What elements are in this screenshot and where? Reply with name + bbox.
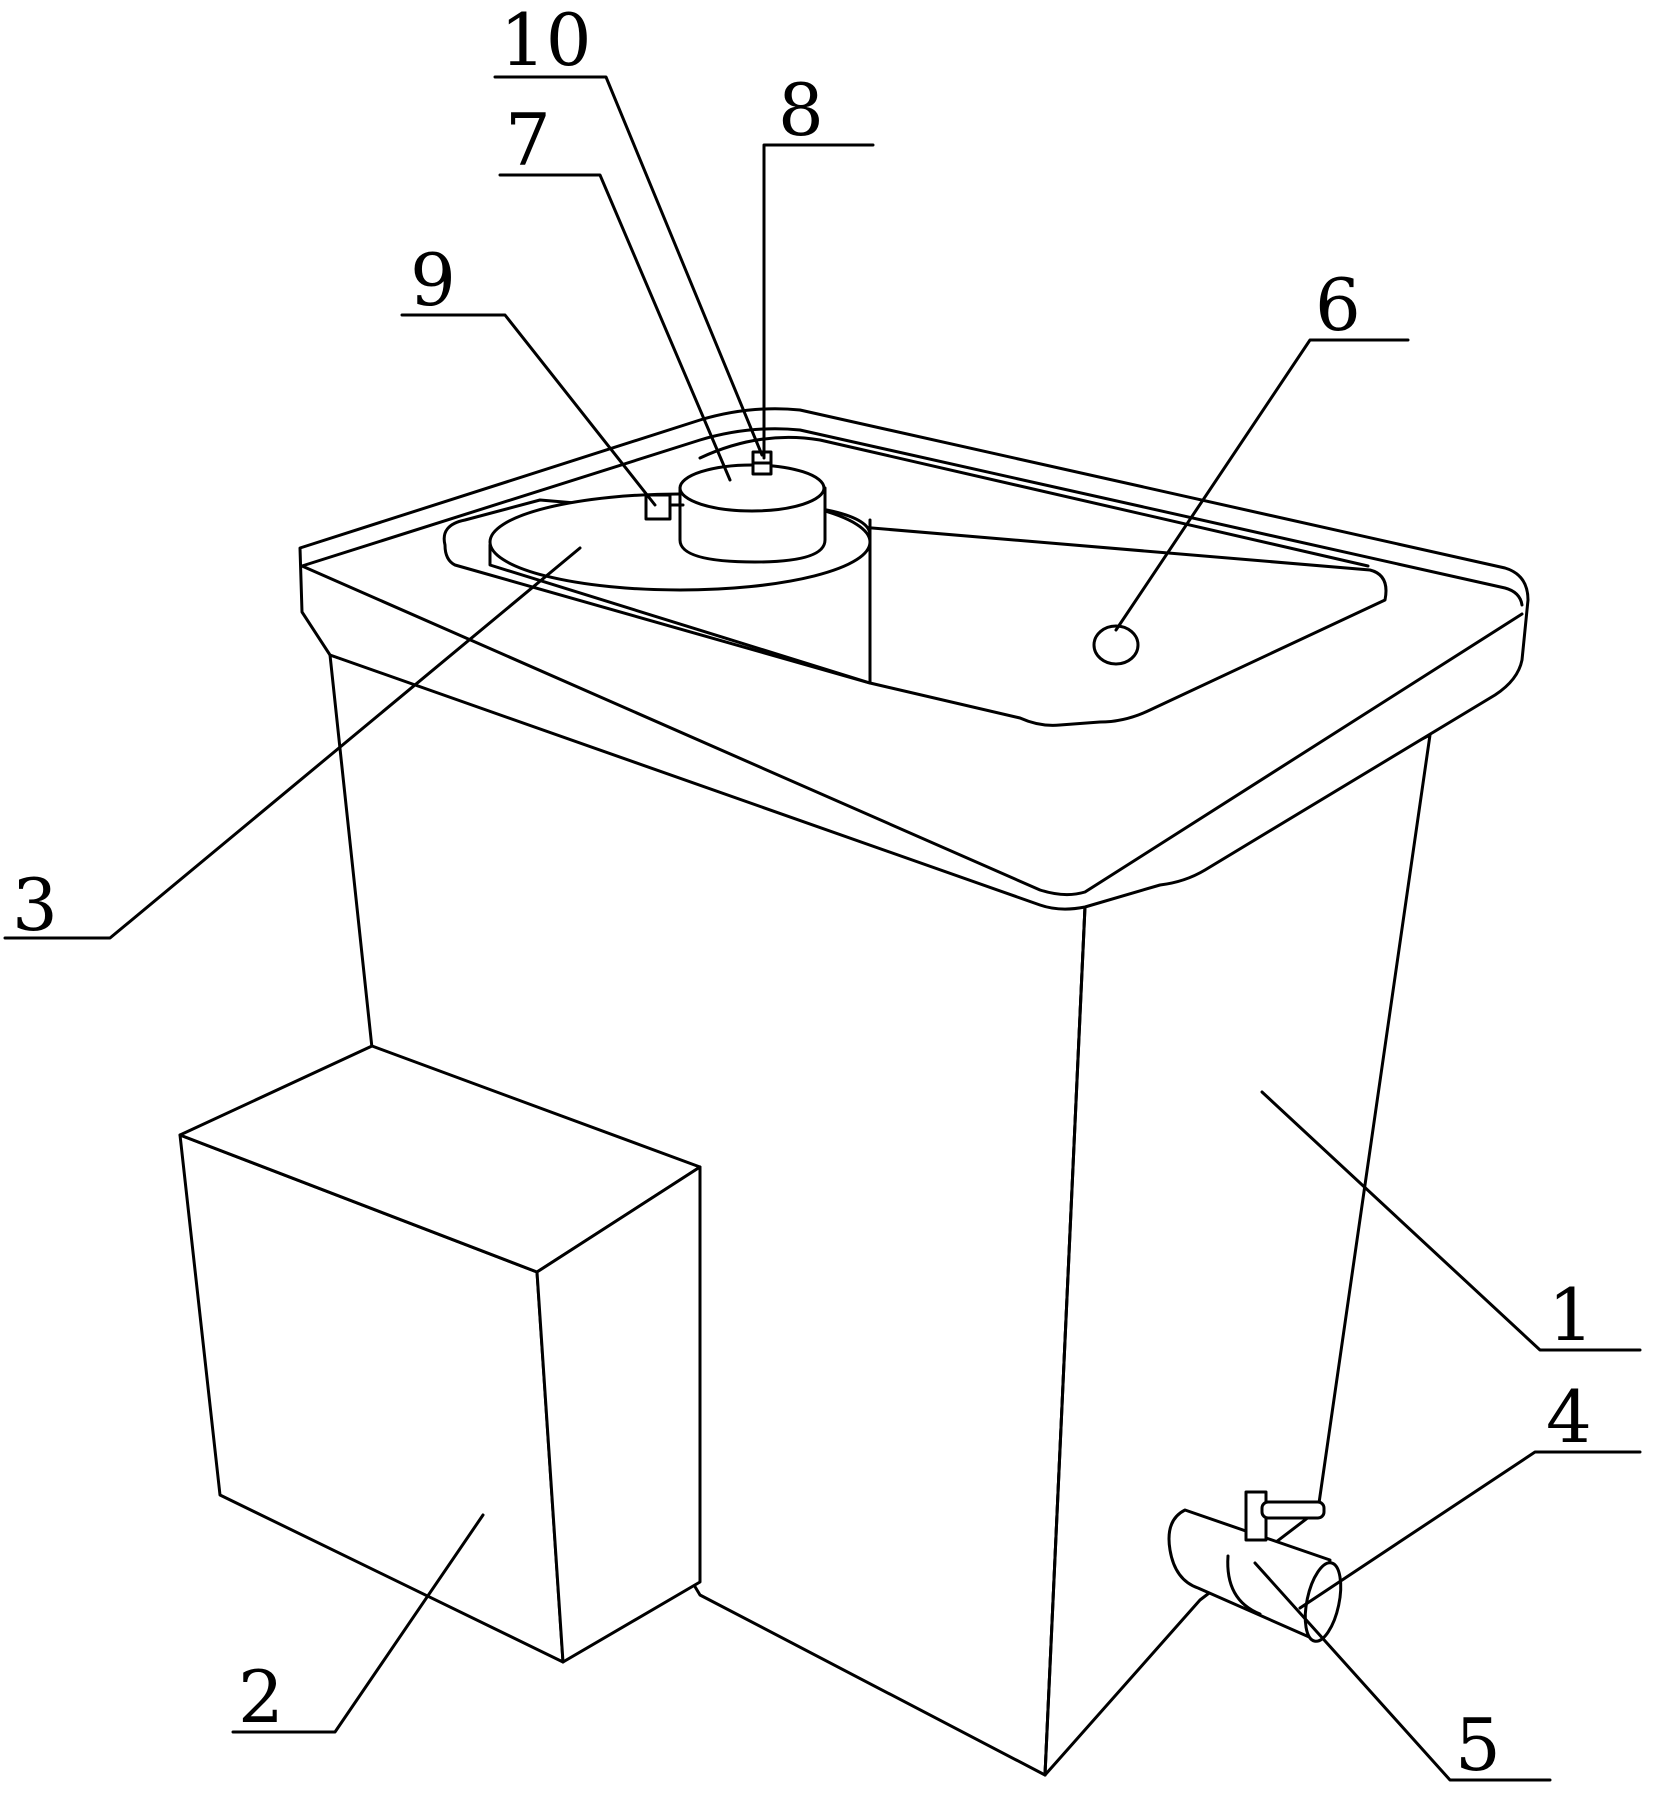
leader-9 — [400, 313, 657, 507]
part-labels: 1 2 3 4 5 6 7 8 9 10 — [12, 0, 1594, 1787]
pipe-end — [1303, 1561, 1343, 1643]
tank-body — [328, 653, 1432, 1777]
label-10: 10 — [500, 0, 592, 82]
leader-8 — [762, 143, 875, 460]
label-2: 2 — [238, 1655, 284, 1739]
leader-2 — [231, 1513, 485, 1734]
leader-5 — [1253, 1561, 1552, 1782]
leader-7 — [498, 173, 732, 482]
side-box — [178, 1044, 702, 1664]
leader-6 — [1114, 338, 1410, 632]
pipe-body — [1167, 1508, 1332, 1642]
label-5: 5 — [1455, 1703, 1501, 1787]
label-3: 3 — [12, 863, 58, 947]
label-7: 7 — [505, 98, 551, 182]
valve-handle — [1260, 1500, 1326, 1520]
leader-4 — [1298, 1450, 1642, 1610]
box-side-face — [535, 1165, 702, 1664]
leader-1 — [1260, 1090, 1642, 1352]
outlet-pipe — [1167, 1490, 1343, 1643]
label-4: 4 — [1546, 1375, 1592, 1459]
label-8: 8 — [778, 68, 824, 152]
inlet-hole — [1092, 624, 1140, 666]
label-1: 1 — [1548, 1273, 1594, 1357]
leader-3 — [3, 546, 582, 940]
motor — [644, 450, 827, 564]
label-6: 6 — [1315, 263, 1361, 347]
leader-lines — [3, 75, 1642, 1782]
label-9: 9 — [410, 238, 456, 322]
leader-10 — [493, 75, 764, 457]
